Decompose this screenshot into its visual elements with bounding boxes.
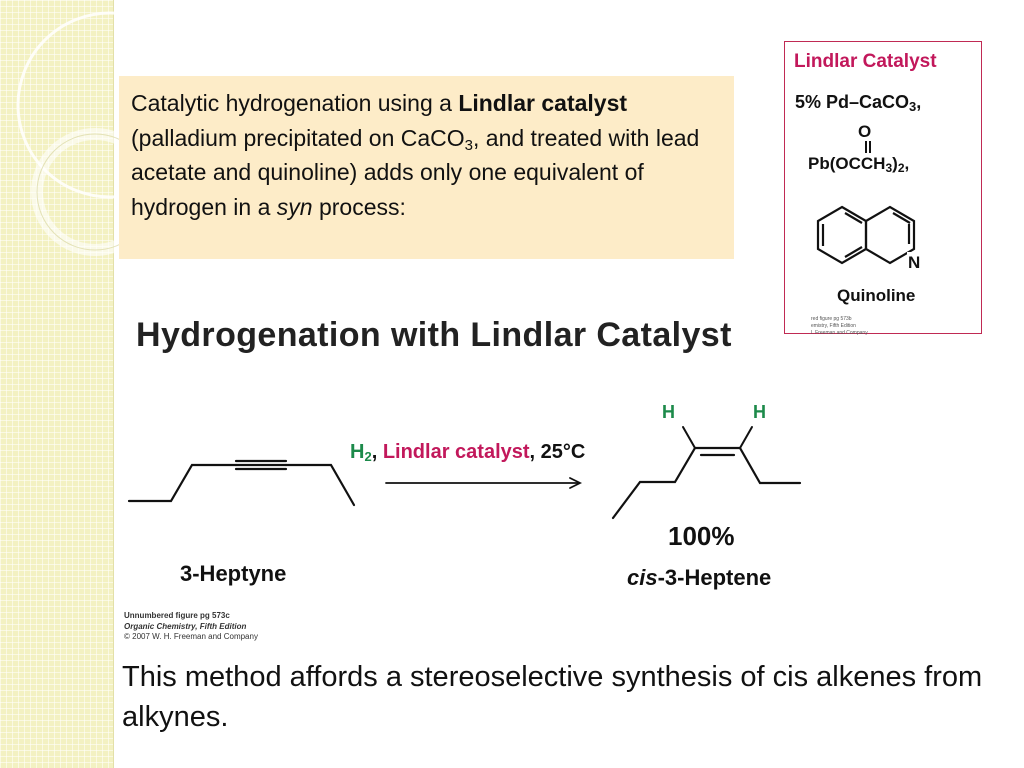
heptyne-skeleton (127, 463, 238, 503)
card-title: Lindlar Catalyst (794, 51, 937, 72)
temperature-label: , 25°C (529, 441, 586, 463)
lindlar-reagent-card: Lindlar Catalyst 5% Pd–CaCO3, O Pb(OCCH3… (784, 41, 982, 337)
footer-text: This method affords a stereoselective sy… (122, 661, 983, 733)
carbonyl-oxygen: O (858, 122, 872, 141)
intro-subscript: 3 (464, 136, 474, 154)
reaction-conditions: H2, Lindlar catalyst, 25°C (350, 441, 585, 464)
card-figure-credit: red figure pg 573b emistry, Fifth Editio… (811, 316, 868, 337)
card-credit-line-1: red figure pg 573b (811, 316, 852, 322)
intro-text-1: Catalytic hydrogenation using a (131, 90, 459, 116)
lead-sub-2: 2 (897, 161, 905, 175)
hydrogen-symbol: H (350, 441, 365, 463)
reagent-sub: 3 (909, 99, 917, 114)
carbonyl-double-bond (865, 141, 871, 153)
lead-mid: ) (892, 154, 898, 173)
intro-bold-term: Lindlar catalyst (458, 90, 628, 116)
lead-main: Pb(OCCH (808, 154, 886, 173)
heptene-skeleton (611, 446, 802, 520)
decorative-circles (16, 11, 130, 256)
card-credit-line-3: I. Freeman and Company (811, 330, 868, 336)
yield-label: 100% (668, 521, 735, 551)
decorative-side-band (0, 0, 114, 768)
scheme-credit-line-2: Organic Chemistry, Fifth Edition (124, 621, 247, 631)
intro-text-3: , and treated with lead acetate and quin… (131, 124, 700, 220)
intro-text-4: process: (312, 193, 406, 220)
product-name-suffix: -3-Heptene (657, 565, 772, 590)
product-h-left: H (662, 402, 675, 422)
card-reagent-formula: 5% Pd–CaCO3, (795, 92, 921, 113)
scheme-credit-line-1: Unnumbered figure pg 573c (124, 611, 230, 620)
quinoline-nitrogen: N (908, 253, 920, 272)
reagent-main: 5% Pd–CaCO (795, 92, 910, 112)
scheme-title: Hydrogenation with Lindlar Catalyst (136, 316, 732, 354)
product-name: cis-3-Heptene (627, 565, 771, 591)
card-credit-line-2: emistry, Fifth Edition (811, 323, 856, 329)
intro-text-box: Catalytic hydrogenation using a Lindlar … (119, 76, 734, 259)
lead-sub-1: 3 (885, 161, 893, 175)
reagent-tail: , (916, 92, 922, 112)
quinoline-structure: N (816, 205, 923, 272)
hydrogen-reagent: H2 (350, 441, 372, 463)
reactant-name: 3-Heptyne (180, 561, 287, 586)
scheme-credit-line-3: © 2007 W. H. Freeman and Company (124, 632, 258, 641)
intro-italic-term: syn (276, 193, 313, 220)
conditions-separator: , (371, 441, 383, 463)
lead-tail: , (904, 154, 910, 173)
product-name-prefix: cis (627, 565, 658, 590)
intro-text-2: (palladium precipitated on CaCO (131, 124, 465, 151)
product-h-right: H (753, 402, 766, 422)
hydrogen-subscript: 2 (364, 449, 372, 464)
lead-acetate-formula: Pb(OCCH3)2, (808, 154, 909, 174)
scheme-figure-credit: Unnumbered figure pg 573c Organic Chemis… (124, 611, 258, 643)
quinoline-label: Quinoline (837, 286, 916, 305)
catalyst-label: Lindlar catalyst (382, 441, 530, 463)
